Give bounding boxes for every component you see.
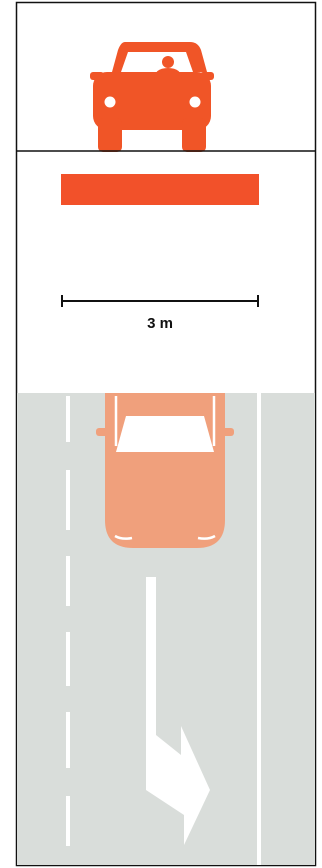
scale-bar [62,295,258,307]
car-front-icon [90,42,214,152]
orange-bar [61,174,259,205]
scale-label: 3 m [147,315,173,332]
car-top-view-icon [96,393,234,548]
